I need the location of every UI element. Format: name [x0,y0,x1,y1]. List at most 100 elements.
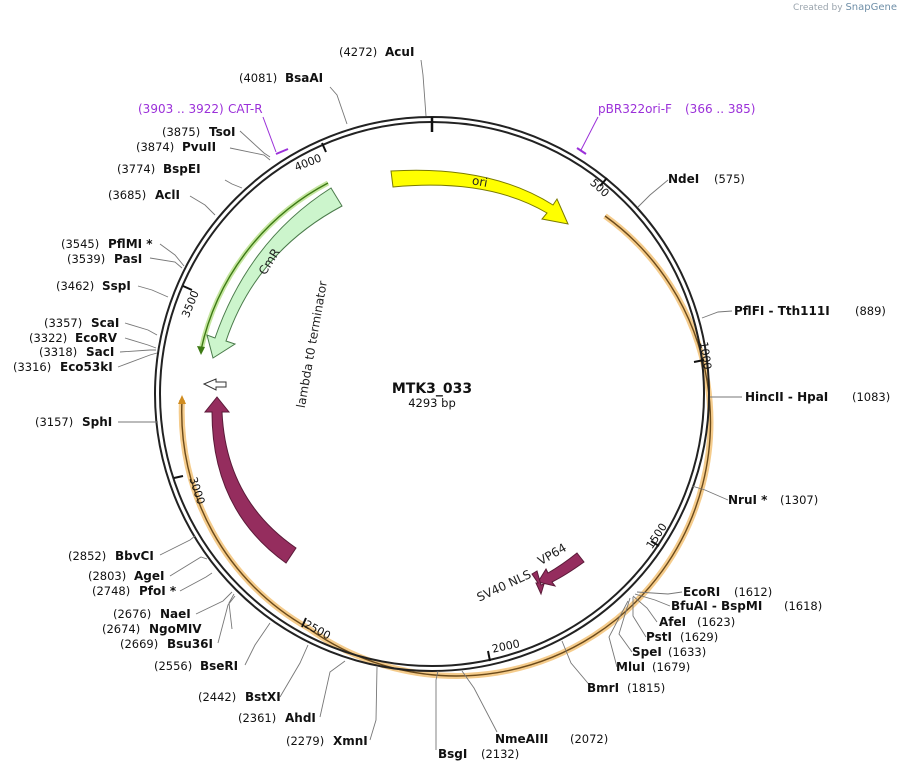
tick-label: 4000 [293,151,324,174]
site-pos: (3874) [136,140,174,154]
site-pos: (889) [855,304,886,318]
site-name: AcuI [385,45,414,59]
site-pos: (3462) [56,279,94,293]
feature-rta-ad [203,396,297,564]
credit-prefix: Created by [793,3,843,13]
site-name: Eco53kI [60,360,113,374]
site-labels: (4272) AcuI (4081) BsaAI (3875) TsoI (38… [13,45,890,761]
tick-label: 2000 [491,637,521,656]
feature-vp64 [537,552,585,587]
site-pos: (3539) [67,252,105,266]
site-pos: (3685) [108,188,146,202]
site-pos: (1612) [734,585,772,599]
cmr-orf-arrow-head [197,346,205,355]
site-pos: (2132) [481,747,519,761]
site-name: BmrI [587,681,619,695]
feature-ori-label: ori [471,173,489,189]
primer-cat-r-mark [275,148,289,155]
orf-arc-right-line [307,215,712,677]
site-pos: (2279) [286,734,324,748]
site-name: AhdI [285,711,316,725]
site-pos: (2072) [570,732,608,746]
site-name: ScaI [91,316,119,330]
primer-cat-r-name: CAT-R [228,102,263,116]
feature-ori [390,169,569,225]
site-name: PfoI * [139,584,177,598]
site-name: AfeI [659,615,686,629]
site-name: NaeI [160,607,191,621]
site-pos: (3357) [44,316,82,330]
site-name: XmnI [333,734,368,748]
primer-pbr322-leader [580,116,599,151]
site-pos: (3157) [35,415,73,429]
site-name: BfuAI - BspMI [671,599,762,613]
site-name: PasI [114,252,142,266]
site-pos: (1083) [852,390,890,404]
site-name: PflMI * [108,237,153,251]
primer-cat-r-leader [262,116,277,153]
snapgene-logo: SnapGene [845,2,897,13]
feature-sv40-nls [531,570,545,596]
site-name: BseRI [200,659,238,673]
site-pos: (1307) [780,493,818,507]
site-pos: (3774) [117,162,155,176]
site-name: NdeI [668,172,699,186]
site-name: BbvCI [115,549,154,563]
orf-arc-left-line [181,399,309,629]
site-name: SpeI [632,645,662,659]
site-name: SspI [102,279,131,293]
site-pos: (1629) [680,630,718,644]
site-name: BspEI [163,162,201,176]
site-name: BstXI [245,690,281,704]
site-pos: (3316) [13,360,51,374]
site-pos: (4081) [239,71,277,85]
site-name: BsgI [438,747,467,761]
site-name: NgoMIV [149,622,202,636]
site-pos: (2674) [102,622,140,636]
site-name: MluI [616,660,645,674]
site-name: PstI [646,630,672,644]
site-name: Bsu36I [167,637,213,651]
site-name: AgeI [134,569,164,583]
tick-label: 1000 [697,341,714,371]
orf-arc-right [306,213,714,679]
feature-cmr [206,187,343,359]
site-pos: (4272) [339,45,377,59]
site-pos: (1623) [697,615,735,629]
tick-label: 2500 [302,618,333,643]
primer-cat-r-range: (3903 .. 3922) [138,102,224,116]
feature-lambda-t0-terminator [202,378,227,391]
primer-pbr322-mark [576,147,587,155]
site-pos: (2556) [154,659,192,673]
site-name: NruI * [728,493,768,507]
primer-pbr322-name: pBR322ori-F [598,102,672,116]
snapgene-credit: Created by SnapGene [793,2,897,13]
site-pos: (2852) [68,549,106,563]
site-name: PflFI - Tth111I [734,304,830,318]
site-pos: (2442) [198,690,236,704]
cmr-orf-arc-line [200,182,329,351]
tick-label: 1500 [644,521,670,552]
site-name: NmeAIII [495,732,548,746]
site-name: SphI [82,415,112,429]
site-name: PvuII [182,140,216,154]
feature-sv40-nls-label: SV40 NLS [475,567,534,604]
site-name: TsoI [209,125,235,139]
site-name: EcoRV [75,331,118,345]
site-name: EcoRI [683,585,720,599]
site-name: SacI [86,345,114,359]
tick-label: 3500 [179,289,202,320]
site-pos: (1815) [627,681,665,695]
primer-pbr322-range: (366 .. 385) [685,102,755,116]
site-pos: (3318) [39,345,77,359]
feature-lambda-label: lambda t0 terminator [294,280,330,409]
site-pos: (575) [714,172,745,186]
site-pos: (2669) [120,637,158,651]
site-pos: (1679) [652,660,690,674]
site-name: AclI [155,188,180,202]
site-pos: (2676) [113,607,151,621]
site-name: HincII - HpaI [745,390,828,404]
site-pos: (3875) [162,125,200,139]
site-pos: (1633) [668,645,706,659]
